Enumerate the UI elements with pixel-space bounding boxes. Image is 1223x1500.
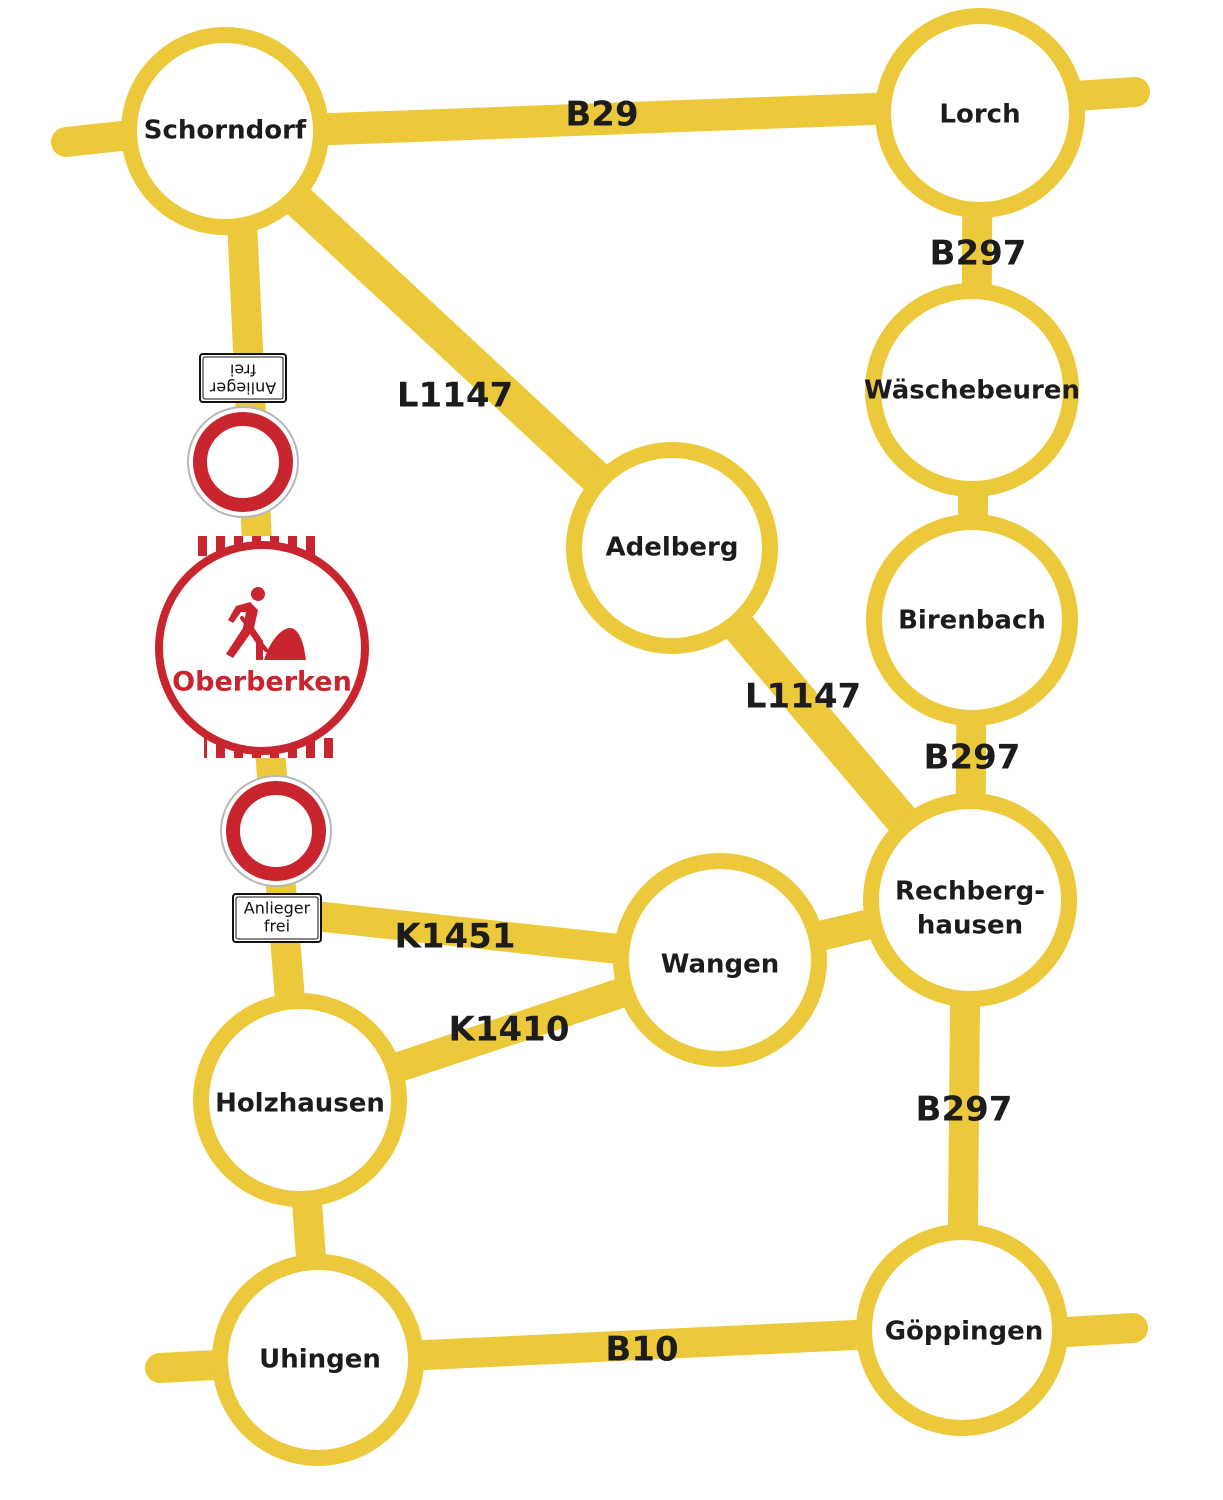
road-label-k1410: K1410 (449, 1010, 570, 1050)
road-label-b297-south: B297 (916, 1090, 1013, 1130)
no-entry-sign-icon (220, 775, 332, 887)
road-label-b297-middle: B297 (924, 738, 1021, 778)
town-node-lorch: Lorch (875, 8, 1085, 218)
road-b10 (303, 1315, 977, 1375)
construction-site-label: Oberberken (172, 667, 352, 698)
town-node-schorndorf: Schorndorf (121, 27, 329, 235)
town-node-waeschebeuren: Wäschebeuren (864, 283, 1080, 497)
town-label: Göppingen (885, 1317, 1044, 1347)
closure-sign-north: Anlieger frei (187, 353, 299, 518)
plate-text-line2: frei (264, 917, 290, 936)
town-node-holzhausen: Holzhausen (193, 993, 407, 1207)
road-label-l1147-north: L1147 (397, 376, 513, 416)
road-label-b10: B10 (605, 1330, 678, 1370)
access-permitted-plate-north: Anlieger frei (199, 353, 287, 403)
road-labels: B29 B297 L1147 L1147 B297 K1451 K1410 B2… (395, 95, 1027, 1370)
town-node-goeppingen: Göppingen (856, 1224, 1068, 1436)
town-label: Holzhausen (215, 1089, 385, 1119)
town-nodes: Schorndorf Lorch Wäschebeuren Adelberg B… (121, 8, 1085, 1466)
town-node-wangen: Wangen (613, 853, 827, 1067)
road-label-b29: B29 (565, 95, 638, 135)
town-node-birenbach: Birenbach (866, 514, 1078, 726)
town-label: Birenbach (898, 606, 1046, 636)
town-label-line2: hausen (917, 911, 1023, 941)
town-label: Lorch (939, 100, 1020, 130)
town-label: Adelberg (606, 533, 739, 563)
town-node-rechberghausen: Rechberg- hausen (863, 793, 1077, 1007)
town-node-adelberg: Adelberg (566, 442, 778, 654)
no-entry-sign-icon (187, 406, 299, 518)
road-label-k1451: K1451 (395, 917, 516, 957)
town-label-line1: Rechberg- (895, 877, 1045, 907)
plate-text-line2: frei (230, 361, 256, 380)
road-label-l1147-south: L1147 (745, 677, 861, 717)
plate-text-line1: Anlieger (209, 379, 276, 398)
road-works-icon (226, 587, 306, 660)
road-label-b297-north: B297 (930, 234, 1027, 274)
access-permitted-plate-south: Anlieger frei (232, 893, 322, 943)
town-label: Wäschebeuren (864, 376, 1080, 406)
town-label: Schorndorf (144, 116, 307, 146)
plate-text-line1: Anlieger (244, 899, 311, 918)
town-node-uhingen: Uhingen (212, 1254, 424, 1466)
construction-site-oberberken: Oberberken (155, 536, 369, 758)
closure-sign-south: Anlieger frei (220, 775, 332, 943)
town-label: Wangen (661, 950, 780, 980)
road-b29 (209, 89, 996, 149)
town-label: Uhingen (259, 1345, 381, 1375)
